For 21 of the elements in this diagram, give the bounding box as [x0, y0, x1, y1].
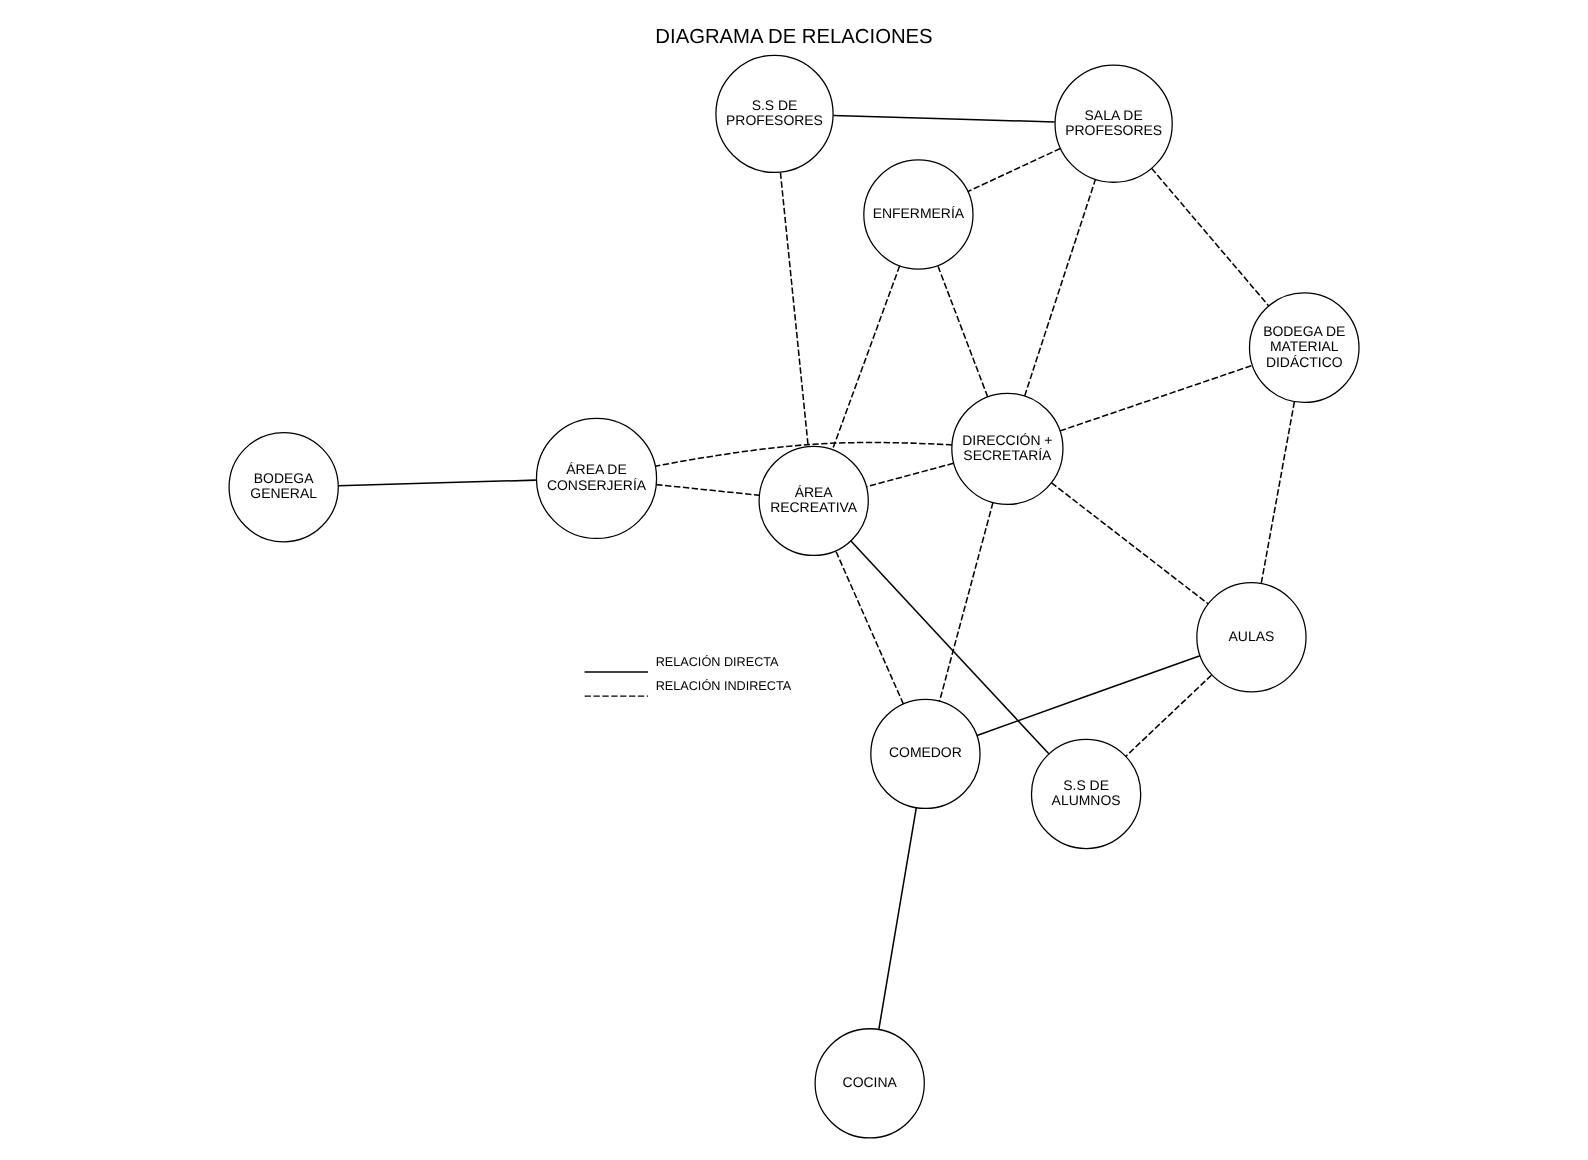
connector [832, 114, 1056, 123]
connector [1023, 179, 1097, 397]
connector [865, 462, 955, 488]
connector [654, 441, 953, 467]
connector [1260, 401, 1296, 585]
connector [938, 501, 994, 702]
connector [976, 654, 1201, 737]
connector [937, 264, 989, 398]
connector [835, 550, 905, 705]
connector [1151, 167, 1270, 307]
connector [831, 265, 901, 451]
connector [1050, 482, 1209, 605]
connector [337, 479, 537, 487]
connector [779, 171, 809, 448]
connector [1125, 674, 1213, 758]
connector [1059, 364, 1253, 432]
connector [967, 147, 1062, 193]
diagram-title: DIAGRAMA DE RELACIONES [655, 27, 933, 50]
connector [878, 807, 918, 1031]
connector [850, 540, 1050, 755]
connector [655, 483, 760, 496]
